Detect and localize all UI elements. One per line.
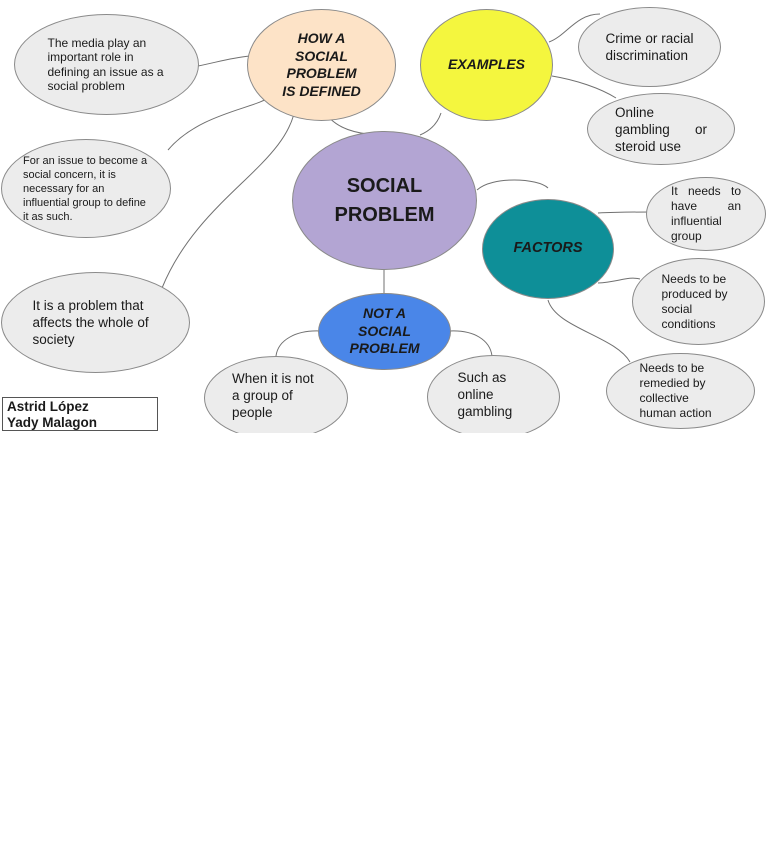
note-crime-text: Crime or racial discrimination — [605, 31, 694, 63]
note-media-text: The media play an important role in defi… — [47, 35, 164, 94]
note-social-conditions-text: Needs to be produced by social condition… — [661, 271, 728, 331]
connector-factors-to-influential — [597, 211, 653, 214]
note-not-group: When it is not a group of people — [204, 356, 348, 440]
author-1: Astrid López — [7, 399, 89, 414]
note-online-gambling: Online gambling or steroid use — [587, 93, 735, 165]
note-collective-action-text: Needs to be remedied by collective human… — [639, 361, 712, 420]
connector-not-to-group — [275, 330, 321, 357]
connector-center-to-factors — [476, 179, 549, 191]
not-social-line1: NOT A — [362, 305, 407, 322]
not-social-line3: PROBLEM — [349, 340, 420, 357]
note-not-group-text: When it is not a group of people — [232, 370, 314, 420]
how-defined-line3: PROBLEM — [286, 65, 357, 81]
how-defined-line1: HOW A — [297, 30, 346, 46]
note-such-gambling-text: Such as online gambling — [457, 369, 513, 419]
factors-hub: FACTORS — [482, 199, 614, 299]
note-influential-group-text: For an issue to become a social concern,… — [23, 154, 148, 223]
author-2: Yady Malagon — [7, 415, 98, 430]
connector-not-to-gambling — [449, 330, 493, 357]
connector-how-to-influential — [167, 95, 271, 151]
connector-examples-to-gambling — [551, 75, 617, 99]
note-crime: Crime or racial discrimination — [578, 7, 721, 87]
note-online-gambling-text: Online gambling or steroid use — [615, 104, 707, 154]
social-problem-hub: SOCIAL PROBLEM — [292, 131, 477, 270]
connector-factors-to-remedied — [547, 299, 631, 363]
note-whole-society: It is a problem that affects the whole o… — [1, 272, 190, 373]
note-influential-need: It needs to have an influential group — [646, 177, 766, 251]
how-defined-line4: IS DEFINED — [282, 82, 361, 99]
examples-label: EXAMPLES — [447, 56, 525, 73]
not-social-hub: NOT A SOCIAL PROBLEM — [318, 293, 451, 370]
not-social-line2: SOCIAL — [358, 322, 411, 339]
note-whole-society-text: It is a problem that affects the whole o… — [32, 298, 149, 347]
connector-how-to-society — [161, 102, 297, 289]
center-title-line1: SOCIAL — [346, 174, 423, 197]
authors-box: Astrid López Yady Malagon — [2, 397, 158, 431]
how-defined-hub: HOW A SOCIAL PROBLEM IS DEFINED — [247, 9, 396, 121]
examples-hub: EXAMPLES — [420, 9, 553, 121]
connector-factors-to-conditions — [597, 277, 641, 284]
note-collective-action: Needs to be remedied by collective human… — [606, 353, 755, 429]
note-influential-need-text: It needs to have an influential group — [671, 184, 741, 243]
factors-label: FACTORS — [513, 240, 583, 257]
note-media: The media play an important role in defi… — [14, 14, 199, 115]
how-defined-line2: SOCIAL — [295, 47, 348, 64]
connector-examples-to-center — [419, 112, 442, 136]
center-title-line2: PROBLEM — [334, 203, 435, 226]
note-influential-group: For an issue to become a social concern,… — [1, 139, 171, 238]
connector-how-to-media — [197, 55, 251, 67]
note-social-conditions: Needs to be produced by social condition… — [632, 258, 765, 345]
crop-mask — [0, 433, 768, 866]
note-such-gambling: Such as online gambling — [427, 355, 560, 439]
connector-examples-to-crime — [548, 13, 601, 43]
